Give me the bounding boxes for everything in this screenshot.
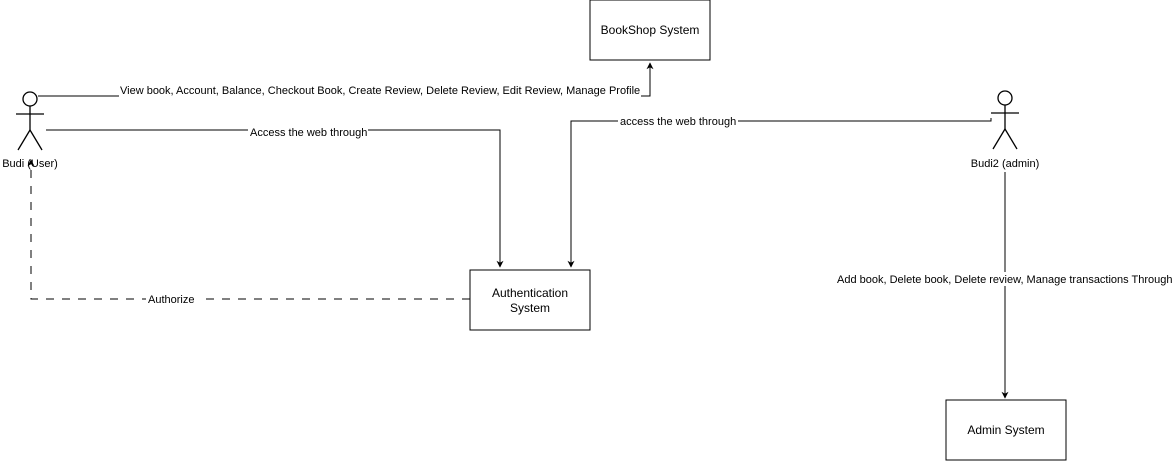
bookshop-system-box: BookShop System xyxy=(589,0,711,61)
edge-admin-to-admin-system: Add book, Delete book, Delete review, Ma… xyxy=(836,172,1172,399)
edge-label-admin-features: Add book, Delete book, Delete review, Ma… xyxy=(837,274,1172,286)
authentication-system-box: Authentication System xyxy=(469,269,591,331)
edge-label-user-features: View book, Account, Balance, Checkout Bo… xyxy=(120,85,640,97)
bookshop-system-label: BookShop System xyxy=(601,23,700,37)
admin-system-box: Admin System xyxy=(945,399,1067,461)
admin-system-label: Admin System xyxy=(967,423,1044,437)
admin-actor: Budi2 (admin) xyxy=(971,90,1039,170)
edge-user-to-bookshop: View book, Account, Balance, Checkout Bo… xyxy=(38,62,654,98)
edge-admin-to-auth: access the web through xyxy=(567,115,992,268)
edge-label-user-access: Access the web through xyxy=(250,127,367,139)
user-actor-icon xyxy=(16,91,44,151)
admin-actor-name: Budi2 (admin) xyxy=(971,158,1039,170)
authentication-system-label-line2: System xyxy=(510,301,550,315)
edge-label-authorize: Authorize xyxy=(148,294,194,306)
edge-user-to-auth: Access the web through xyxy=(46,126,504,268)
authentication-system-label-line1: Authentication xyxy=(492,286,568,300)
admin-actor-icon xyxy=(991,90,1019,150)
user-actor: Budi (User) xyxy=(2,91,58,170)
edge-auth-to-user: Authorize xyxy=(27,159,470,306)
edge-label-admin-access: access the web through xyxy=(620,116,736,128)
user-actor-name: Budi (User) xyxy=(2,158,58,170)
